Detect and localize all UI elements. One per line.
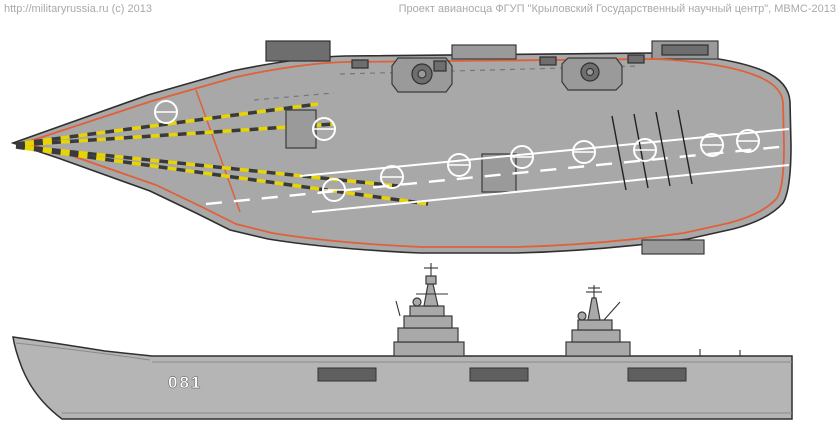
island-forward-detail [433,60,447,72]
deck-edge-marking [20,58,785,248]
landing-spots [154,100,760,202]
strip-centerline [205,144,790,206]
strip-edge-top [299,128,790,177]
deck-fitting [351,59,369,69]
elevator-aft [481,153,517,193]
forward-radar-box [425,275,437,285]
deck-fitting [627,54,645,64]
landing-spot [633,138,657,162]
landing-spot [322,178,346,202]
funnel-aft-inner [585,67,595,77]
island-footprints [391,57,623,93]
deck-plan-view [10,40,792,255]
aft-radome [577,311,587,321]
deck-elevators [285,54,645,193]
landing-spot [312,117,336,141]
funnel-forward-inner [417,69,427,79]
aft-slant-antenna [603,301,621,321]
diagram-title: Проект авианосца ФГУП "Крыловский Госуда… [398,3,836,15]
foul-line [195,89,241,213]
forward-island [393,263,465,357]
sponson-forward [265,40,331,62]
aft-mast [587,297,601,321]
hull-opening [627,367,687,382]
sponson-aft-detail [661,44,709,56]
deck-fitting [539,56,557,66]
forward-mast [423,283,439,307]
hull-opening [469,367,529,382]
landing-spot [700,133,724,157]
hull-number: 081 [168,373,202,392]
strip-edge-bottom [311,164,790,213]
landing-spot [736,129,760,153]
landing-spot [380,165,404,189]
sponson-stern-port [641,239,705,255]
sponsons [265,40,719,255]
ski-jump-ramp [15,342,151,361]
arresting-wires [611,109,693,191]
landing-strip-markings [205,128,790,213]
side-profile-view: 081 [12,263,793,420]
aft-island [565,285,631,357]
hull [12,336,793,420]
landing-spot [154,100,178,124]
hull-openings [317,367,687,382]
elevator-forward [285,109,317,149]
sponson-mid [451,44,517,60]
landing-spot [510,145,534,169]
landing-spot [572,140,596,164]
stern-masts [699,349,741,356]
watermark-link[interactable]: http://militaryrussia.ru (c) 2013 [4,3,152,15]
landing-spot [447,153,471,177]
hull-opening [317,367,377,382]
forward-radome [412,297,422,307]
